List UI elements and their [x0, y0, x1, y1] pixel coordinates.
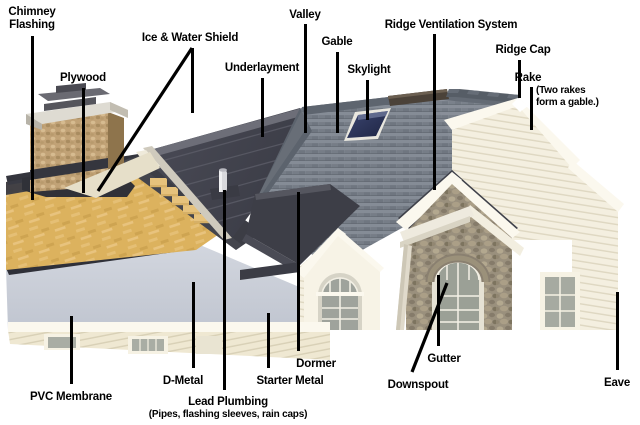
label-pvc-membrane: PVC Membrane [30, 391, 112, 403]
sublabel-rake-note: (Two rakes form a gable.) [536, 85, 599, 108]
leader-eave [615, 292, 619, 370]
leader-dormer [296, 192, 300, 351]
label-valley: Valley [289, 9, 321, 21]
eave-soffit-right [466, 205, 524, 256]
label-gutter: Gutter [427, 353, 461, 365]
skylight [344, 108, 391, 141]
leader-ice-water-a [190, 48, 194, 113]
leader-ridge-cap [517, 60, 521, 98]
label-d-metal: D-Metal [162, 375, 204, 387]
leader-gutter [436, 275, 440, 346]
leader-pvc-membrane [69, 316, 73, 384]
leader-gable [335, 52, 339, 133]
starter-metal [240, 262, 300, 280]
label-skylight: Skylight [347, 64, 391, 76]
dormer [242, 184, 384, 330]
label-lead-plumbing: Lead Plumbing [188, 396, 268, 408]
sublabel-lead-plumbing-note: (Pipes, flashing sleeves, rain caps) [148, 409, 308, 420]
leader-d-metal [191, 282, 195, 368]
leader-underlayment [260, 78, 264, 137]
left-wall-siding [8, 330, 330, 360]
label-ridge-cap: Ridge Cap [495, 44, 551, 56]
leader-skylight [365, 80, 369, 120]
leader-plywood [81, 88, 85, 193]
label-dormer: Dormer [296, 358, 336, 370]
label-chimney-flashing: Chimney Flashing [8, 6, 56, 31]
label-underlayment: Underlayment [224, 62, 300, 74]
label-rake: Rake [514, 72, 542, 84]
label-eave: Eave [603, 377, 631, 389]
leader-rake [529, 87, 533, 130]
downspout [396, 244, 412, 330]
leader-chimney-flashing [30, 36, 34, 200]
label-ridge-ventilation: Ridge Ventilation System [384, 19, 518, 31]
leader-valley [303, 24, 307, 133]
label-downspout: Downspout [387, 379, 449, 391]
leader-lead-plumbing [222, 190, 226, 390]
label-ice-water-shield: Ice & Water Shield [141, 32, 239, 44]
label-gable: Gable [321, 36, 353, 48]
label-plywood: Plywood [60, 72, 106, 84]
leader-starter-metal [266, 313, 270, 368]
gutter [400, 206, 474, 248]
leader-ridge-vent [432, 34, 436, 190]
rake-edge [512, 98, 528, 112]
label-starter-metal: Starter Metal [256, 375, 324, 387]
